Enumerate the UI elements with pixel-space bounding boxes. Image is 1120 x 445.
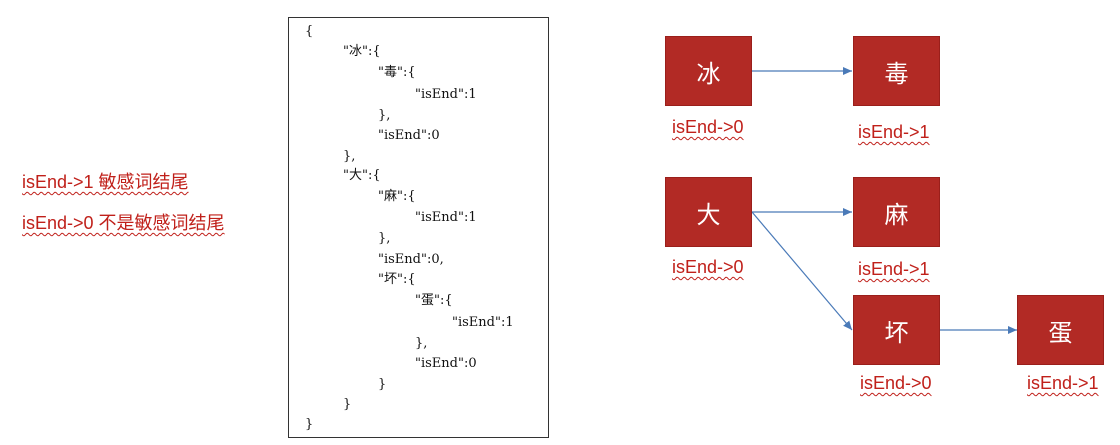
code-line: "坏":{	[378, 272, 416, 287]
node-label-huai: isEnd->0	[860, 373, 932, 393]
trie-node-ma: 麻	[853, 177, 940, 247]
node-label-du: isEnd->1	[858, 122, 930, 142]
code-line: "毒":{	[378, 65, 416, 80]
code-line: {	[305, 24, 314, 39]
code-line: },	[378, 231, 391, 246]
code-line: "isEnd":0	[378, 128, 440, 143]
code-line: "isEnd":1	[415, 87, 477, 102]
trie-node-huai: 坏	[853, 295, 940, 365]
code-line: "isEnd":1	[415, 210, 477, 225]
node-label-ma: isEnd->1	[858, 259, 930, 279]
json-code-box: { "冰":{ "毒":{ "isEnd":1 }, "isEnd":0 }, …	[288, 17, 549, 438]
code-line: },	[343, 149, 356, 164]
code-line: "麻":{	[378, 189, 416, 204]
legend-end-true-text: isEnd->1 敏感词结尾	[22, 172, 189, 192]
trie-node-da: 大	[665, 177, 752, 247]
node-label-dan: isEnd->1	[1027, 373, 1099, 393]
node-label-bing: isEnd->0	[672, 117, 744, 137]
legend-end-false: isEnd->0 不是敏感词结尾	[22, 209, 225, 235]
trie-node-dan: 蛋	[1017, 295, 1104, 365]
code-line: "isEnd":0	[415, 356, 477, 371]
code-line: },	[415, 336, 428, 351]
trie-node-bing: 冰	[665, 36, 752, 106]
legend-end-true: isEnd->1 敏感词结尾	[22, 168, 189, 194]
edge-da-huai	[751, 211, 853, 331]
code-line: }	[305, 417, 314, 432]
code-line: "蛋":{	[415, 293, 453, 308]
trie-node-du: 毒	[853, 36, 940, 106]
code-line: "isEnd":1	[452, 315, 514, 330]
code-line: "大":{	[343, 168, 381, 183]
code-line: "isEnd":0,	[378, 252, 444, 267]
code-line: }	[343, 397, 352, 412]
legend-end-false-text: isEnd->0 不是敏感词结尾	[22, 213, 225, 233]
code-line: }	[378, 377, 387, 392]
code-line: },	[378, 108, 391, 123]
node-label-da: isEnd->0	[672, 257, 744, 277]
code-line: "冰":{	[343, 44, 381, 59]
